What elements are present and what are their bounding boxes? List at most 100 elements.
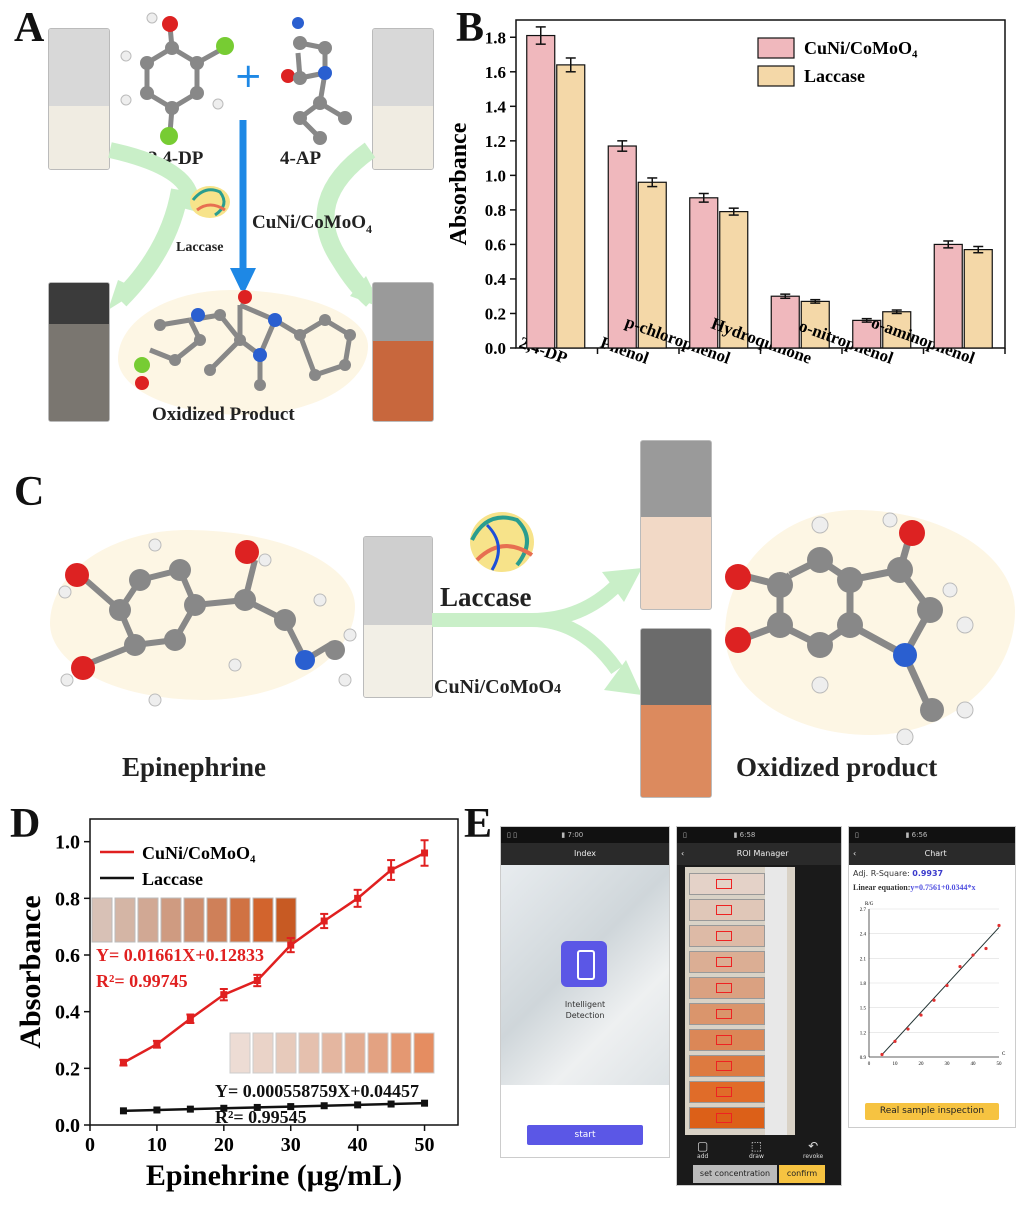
eq-label: Linear equation: xyxy=(853,883,911,892)
data-point-e xyxy=(958,964,962,969)
roi-box[interactable] xyxy=(716,905,732,915)
eq-value: y=0.7561+0.0344*x xyxy=(910,883,976,892)
data-point-d xyxy=(186,1105,194,1113)
bar-b xyxy=(556,64,586,349)
data-point-e xyxy=(906,1027,910,1031)
bar-b xyxy=(963,249,993,349)
y-tick-label-e: 1.8 xyxy=(860,982,867,987)
roi-box[interactable] xyxy=(716,957,732,967)
back-icon-2[interactable]: ‹ xyxy=(681,849,685,858)
x-tick-label-d: 20 xyxy=(214,1134,234,1156)
y-tick-label-b: 1.0 xyxy=(485,166,506,185)
inset-cuvette-red xyxy=(91,897,113,943)
roi-box[interactable] xyxy=(716,1113,732,1123)
inset-cuvette-red xyxy=(229,897,251,943)
confirm-button[interactable]: confirm xyxy=(779,1165,825,1183)
rack-cuvette xyxy=(689,977,765,999)
data-point-d xyxy=(220,991,228,999)
bar-b xyxy=(882,311,912,349)
x-tick-label-e: 30 xyxy=(945,1062,951,1067)
rack-cuvette xyxy=(689,1081,765,1103)
roi-box[interactable] xyxy=(716,1061,732,1071)
series-line-d xyxy=(123,1101,425,1113)
data-point-d xyxy=(387,866,395,874)
rack-cuvette xyxy=(689,951,765,973)
label-catalyst-c: CuNi/CoMoO4 xyxy=(434,676,561,699)
data-point-d xyxy=(253,977,261,984)
rack-cuvette xyxy=(689,925,765,947)
roi-box[interactable] xyxy=(716,879,732,889)
adj-r-square-line: Adj. R-Square: 0.9937 xyxy=(853,869,943,878)
inset-cuvette-red xyxy=(137,897,159,943)
cuvette-a-right-bottom xyxy=(372,282,434,422)
set-concentration-button[interactable]: set concentration xyxy=(693,1165,777,1183)
cuvette-c-laccase xyxy=(640,440,712,610)
legend-swatch-b xyxy=(757,65,795,87)
data-point-d xyxy=(153,1040,161,1048)
adj-value: 0.9937 xyxy=(912,869,944,878)
x-axis-label-d: Epinehrine (μg/mL) xyxy=(146,1159,402,1192)
label-oxidized-product-a: Oxidized Product xyxy=(152,404,295,425)
roi-box[interactable] xyxy=(716,931,732,941)
inset-photo-red xyxy=(91,897,297,943)
phone-screen-roi: ▯ ▮ 6:58 ‹ROI Manager ▢add ⬚draw ↶revoke… xyxy=(676,826,842,1186)
inset-cuvette-red xyxy=(252,897,274,943)
inset-cuvette-red xyxy=(275,897,297,943)
intelligent-detection-text: Intelligent Detection xyxy=(541,999,629,1021)
add-tool[interactable]: ▢add xyxy=(697,1139,708,1160)
y-tick-label-d: 0.4 xyxy=(55,1002,80,1024)
detection-text: Detection xyxy=(565,1011,605,1020)
inset-cuvette-black xyxy=(321,1032,343,1074)
y-tick-label-b: 0.4 xyxy=(485,270,507,289)
laccase-protein-large xyxy=(470,512,534,572)
cuvette-a-left-top xyxy=(48,28,110,170)
inset-cuvette-red xyxy=(183,897,205,943)
y-tick-label-e: 2.4 xyxy=(860,933,867,938)
phone-app-icon[interactable] xyxy=(561,941,607,987)
bar-b xyxy=(852,319,882,349)
data-point-d xyxy=(119,1059,127,1067)
legend-swatch-b xyxy=(757,37,795,59)
screen-title-index: Index xyxy=(501,843,669,865)
inset-photo-black xyxy=(229,1032,435,1074)
back-icon-3[interactable]: ‹ xyxy=(853,849,857,858)
y-tick-label-b: 1.4 xyxy=(485,97,507,116)
plus-sign: + xyxy=(234,56,263,96)
panel-d-letter: D xyxy=(10,801,41,847)
molecule-4ap xyxy=(281,17,352,145)
x-tick-label-e: 20 xyxy=(919,1062,925,1067)
bar-b xyxy=(607,145,637,349)
real-sample-inspection-button[interactable]: Real sample inspection xyxy=(865,1103,999,1120)
chart-b: 0.00.20.40.60.81.01.21.41.61.8Absorbance… xyxy=(446,19,1006,368)
catalyst-sub-c: 4 xyxy=(554,682,561,697)
roi-box[interactable] xyxy=(716,983,732,993)
arrows-panel-a xyxy=(108,120,382,310)
roi-box[interactable] xyxy=(716,1035,732,1045)
bar-b xyxy=(637,181,667,349)
molecule-oxidized-product-a xyxy=(134,290,356,391)
rack-cuvette xyxy=(689,1029,765,1051)
roi-box[interactable] xyxy=(716,1009,732,1019)
data-point-d xyxy=(421,1099,429,1107)
screen-title-roi: ‹ROI Manager xyxy=(677,843,841,865)
draw-tool[interactable]: ⬚draw xyxy=(749,1139,764,1160)
inset-cuvette-red xyxy=(206,897,228,943)
revoke-tool[interactable]: ↶revoke xyxy=(803,1139,823,1160)
linear-equation-line: Linear equation:y=0.7561+0.0344*x xyxy=(853,883,976,892)
data-point-d xyxy=(253,1103,261,1111)
y-tick-label-b: 0.6 xyxy=(485,235,506,254)
status-bar-2: ▯ ▮ 6:58 xyxy=(677,827,841,843)
panel-a-letter: A xyxy=(14,5,45,51)
molecule-oxidized-product-c xyxy=(725,512,974,745)
data-point-d xyxy=(220,1104,228,1112)
x-tick-label-d: 40 xyxy=(348,1134,368,1156)
status-bar-3: ▯ ▮ 6:56 xyxy=(849,827,1015,843)
y-tick-label-d: 0.6 xyxy=(55,945,80,967)
rack-side-panel xyxy=(765,867,787,1135)
adj-label: Adj. R-Square: xyxy=(853,869,910,878)
roi-box[interactable] xyxy=(716,1087,732,1097)
label-laccase-a: Laccase xyxy=(176,240,224,255)
panel-b-letter: B xyxy=(456,5,485,51)
start-button[interactable]: start xyxy=(527,1125,643,1145)
